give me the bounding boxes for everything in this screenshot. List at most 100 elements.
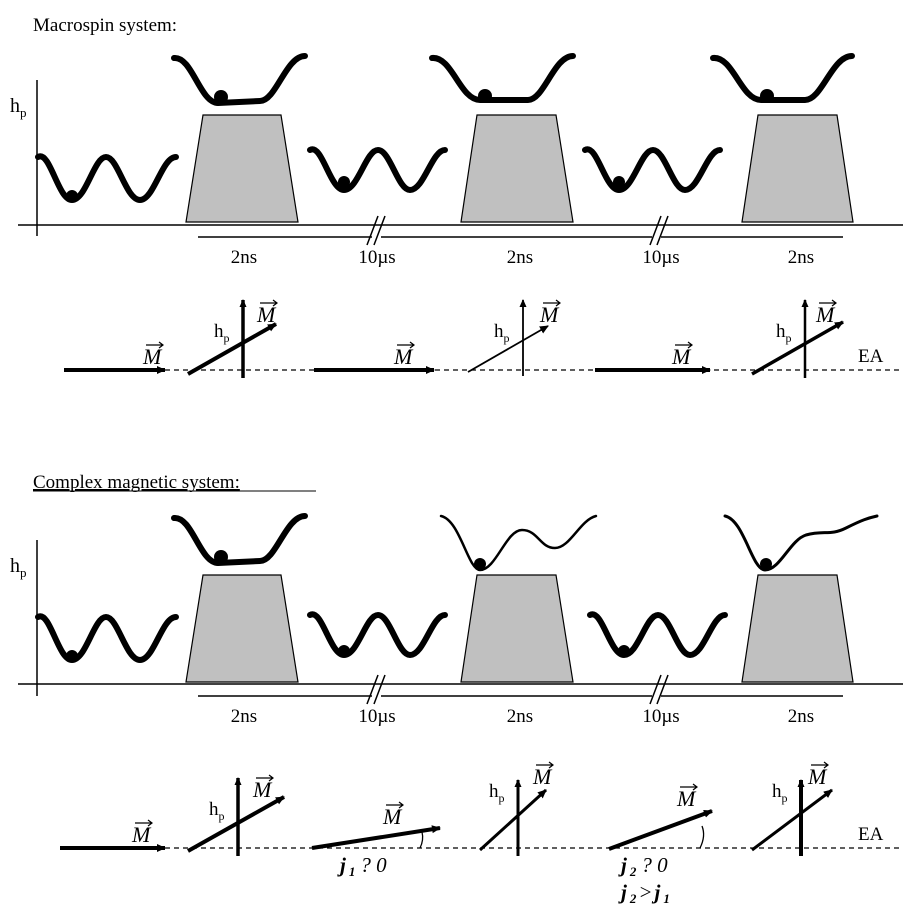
- vector-over-arrow: [811, 761, 829, 769]
- vector-label-M: M: [807, 764, 828, 789]
- timeline-label: 2ns: [231, 247, 257, 268]
- vector-over-arrow: [146, 341, 164, 349]
- pulse-timeline: 2ns 10µs 2ns 10µs 2ns: [198, 215, 843, 268]
- hp-axis-label: hp: [10, 555, 27, 580]
- energy-well-zero-field: [35, 613, 179, 664]
- magnetization-state-ball: [478, 89, 492, 103]
- timeline-label: 2ns: [788, 247, 814, 268]
- magnetization-vector-tilted: [187, 322, 277, 376]
- time-break-mark: [366, 674, 386, 705]
- energy-well-zero-field: [35, 153, 179, 204]
- energy-well-zero-field: [307, 146, 448, 194]
- vector-over-arrow: [543, 299, 561, 307]
- vector-label-hp: hp: [494, 321, 510, 345]
- easy-axis-label: EA: [858, 346, 884, 367]
- magnetization-state-ball: [474, 558, 486, 570]
- vector-label-hp: hp: [209, 799, 225, 823]
- magnetization-state-ball: [214, 550, 228, 564]
- vector-label-M: M: [815, 302, 836, 327]
- panel-title: Complex magnetic system:: [33, 472, 240, 493]
- field-pulse-1: [185, 574, 299, 683]
- vector-over-arrow: [536, 761, 554, 769]
- vector-label-hp: hp: [489, 781, 505, 805]
- panel-title: Macrospin system:: [33, 15, 177, 36]
- magnetization-vector-tilted: [187, 795, 285, 853]
- timeline-label: 10µs: [358, 706, 395, 727]
- vector-label-hp: hp: [214, 321, 230, 345]
- vector-over-arrow: [135, 819, 153, 827]
- timeline-label: 10µs: [642, 247, 679, 268]
- energy-well-hard-axis-field: [171, 513, 308, 567]
- magnetization-vector-row: EA M M M M M M hp hp: [64, 299, 903, 378]
- vector-label-M: M: [671, 344, 692, 369]
- vector-over-arrow: [256, 774, 274, 782]
- panel-macrospin: Macrospin system: hp: [10, 15, 903, 378]
- field-pulse-1: [185, 114, 299, 223]
- energy-well-zero-field: [582, 146, 723, 194]
- vector-label-M: M: [252, 777, 273, 802]
- magnetization-vector-tilted: [751, 320, 844, 376]
- magnetization-vector-relaxed: [311, 825, 441, 850]
- energy-well-hard-axis-field: [710, 53, 855, 103]
- pulse-timeline: 2ns 10µs 2ns 10µs 2ns: [198, 674, 843, 727]
- energy-well-asymmetric: [723, 514, 879, 572]
- vector-label-M: M: [532, 764, 553, 789]
- magnetization-vector-relaxed: [608, 809, 713, 851]
- easy-axis-label: EA: [858, 824, 884, 845]
- field-pulse-3: [741, 574, 854, 683]
- magnetization-state-ball: [613, 176, 625, 188]
- vector-over-arrow: [675, 341, 693, 349]
- hp-axis-label: hp: [10, 95, 27, 120]
- timeline-label: 10µs: [358, 247, 395, 268]
- panel-complex: Complex magnetic system: hp: [10, 472, 903, 906]
- vector-label-hp: hp: [772, 781, 788, 805]
- energy-well-zero-field: [587, 611, 728, 659]
- vector-label-M: M: [393, 344, 414, 369]
- field-pulse-2: [460, 114, 574, 223]
- vector-label-M: M: [131, 822, 152, 847]
- time-break-mark: [649, 215, 669, 246]
- timeline-label: 10µs: [642, 706, 679, 727]
- magnetization-state-ball: [66, 650, 78, 662]
- vector-over-arrow: [397, 341, 415, 349]
- vector-over-arrow: [680, 783, 698, 791]
- timeline-label: 2ns: [231, 706, 257, 727]
- magnetization-state-ball: [214, 90, 228, 104]
- field-pulse-3: [741, 114, 854, 223]
- time-break-mark: [366, 215, 386, 246]
- time-break-mark: [649, 674, 669, 705]
- vector-label-M: M: [539, 302, 560, 327]
- vector-label-hp: hp: [776, 321, 792, 345]
- vector-label-M: M: [382, 804, 403, 829]
- vector-over-arrow: [819, 299, 837, 307]
- vector-over-arrow: [260, 299, 278, 307]
- timeline-label: 2ns: [788, 706, 814, 727]
- energy-well-zero-field: [307, 611, 448, 659]
- magnetization-vector-tilted: [467, 325, 549, 373]
- vector-label-M: M: [676, 786, 697, 811]
- angle-arc: [699, 825, 705, 849]
- magnetization-state-ball: [338, 176, 350, 188]
- timeline-label: 2ns: [507, 247, 533, 268]
- timeline-label: 2ns: [507, 706, 533, 727]
- magnetization-state-ball: [760, 89, 774, 103]
- magnetization-state-ball: [760, 558, 772, 570]
- vector-over-arrow: [386, 801, 404, 809]
- magnetization-state-ball: [338, 645, 350, 657]
- energy-well-asymmetric: [439, 514, 598, 572]
- vector-label-M: M: [256, 302, 277, 327]
- magnetization-state-ball: [66, 190, 78, 202]
- angle-arc: [419, 831, 424, 849]
- vector-label-M: M: [142, 344, 163, 369]
- magnetization-vector-tilted: [751, 788, 833, 852]
- field-pulse-2: [460, 574, 574, 683]
- magnetization-vector-tilted: [478, 788, 548, 852]
- energy-well-hard-axis-field: [429, 53, 576, 103]
- over-arrow-group: [135, 299, 837, 827]
- magnetization-state-ball: [618, 645, 630, 657]
